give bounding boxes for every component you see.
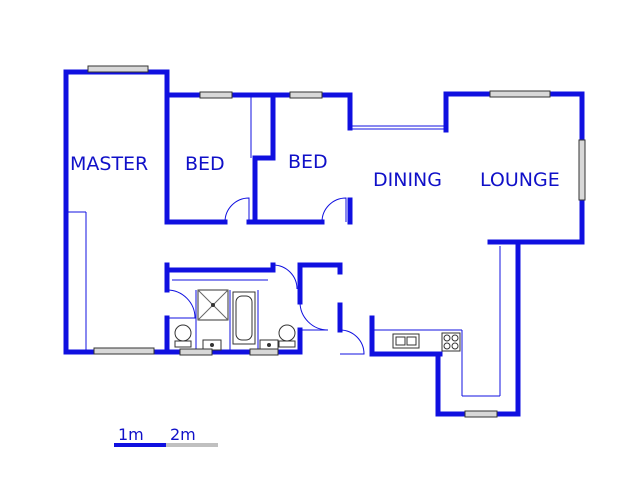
label-bed-2: BED (288, 151, 328, 173)
window-lounge-side (578, 139, 586, 201)
toilet-1 (174, 324, 192, 348)
kitchen-sink (392, 333, 420, 349)
scale-segment-1 (114, 443, 166, 447)
label-lounge: LOUNGE (480, 169, 560, 191)
scale-label-2m: 2m (170, 425, 196, 444)
window-lounge (489, 90, 551, 98)
window-kitchen (464, 410, 498, 418)
window-bath (179, 348, 213, 356)
window-bed1 (199, 91, 233, 99)
door-bath-2 (272, 264, 298, 290)
scale-label-1m: 1m (118, 425, 144, 444)
bedroom-2 (252, 91, 353, 225)
master-bedroom (63, 65, 170, 355)
bathtub (232, 291, 256, 345)
scale-bar: 1m 2m (114, 425, 218, 447)
scale-segment-2 (166, 443, 218, 447)
window-bed2 (289, 91, 323, 99)
dining-lounge (350, 90, 586, 245)
window-master (87, 65, 149, 73)
window-bath-2 (249, 348, 279, 356)
kitchen (337, 239, 521, 418)
door-kitchen (339, 329, 365, 355)
door-bath-1 (166, 289, 196, 319)
toilet-2 (278, 324, 296, 348)
label-bed-1: BED (185, 153, 225, 175)
label-dining: DINING (373, 169, 442, 191)
bathrooms (164, 262, 343, 356)
door-bed1 (224, 197, 250, 223)
label-master: MASTER (70, 153, 148, 175)
door-bed2 (321, 197, 347, 223)
door-passage (299, 301, 329, 331)
shower (197, 289, 229, 321)
stove (441, 332, 461, 352)
window-master-bottom (93, 347, 155, 355)
